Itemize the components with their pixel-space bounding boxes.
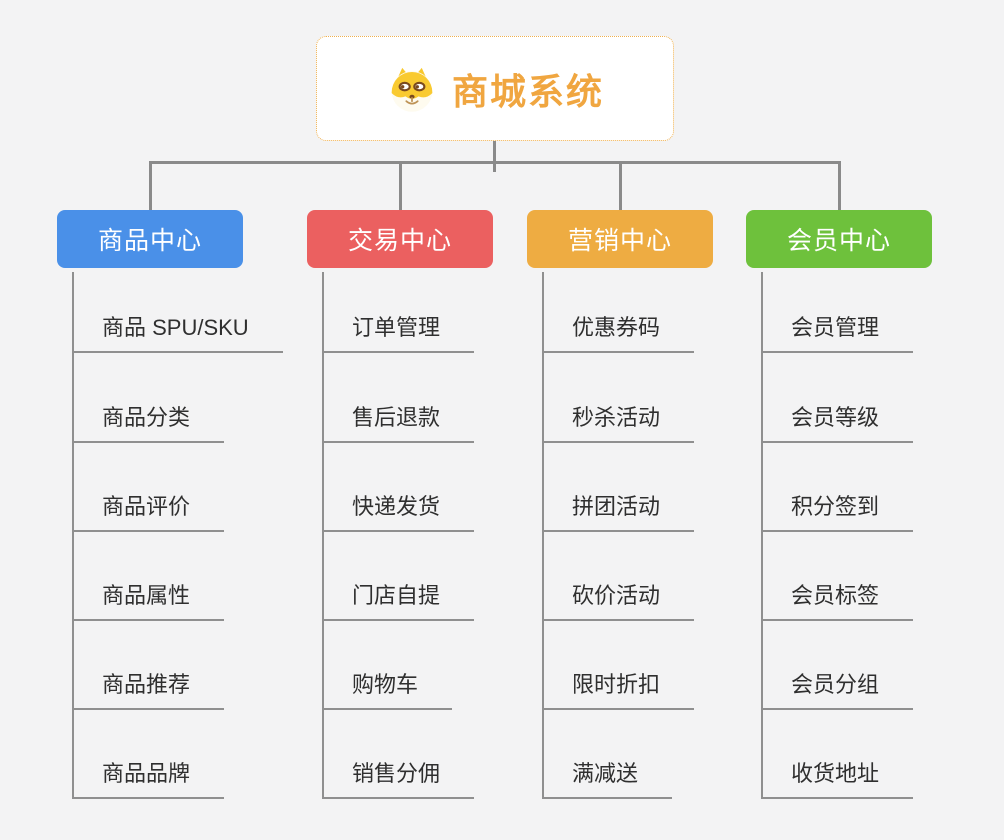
- leaf-node[interactable]: 会员等级: [763, 397, 914, 443]
- leaf-node[interactable]: 收货地址: [763, 753, 914, 799]
- leaf-node[interactable]: 秒杀活动: [544, 397, 695, 443]
- leaf-node[interactable]: 商品 SPU/SKU: [74, 307, 283, 353]
- branch-column-4: 会员管理会员等级积分签到会员标签会员分组收货地址: [761, 272, 991, 799]
- branch-connector-line: [618, 161, 622, 210]
- leaf-node[interactable]: 订单管理: [324, 307, 475, 353]
- branch-connector-line: [398, 161, 402, 210]
- leaf-node[interactable]: 商品分类: [74, 397, 225, 443]
- leaf-node[interactable]: 限时折扣: [544, 664, 695, 710]
- branch-header-4[interactable]: 会员中心: [746, 210, 932, 268]
- leaf-node[interactable]: 会员分组: [763, 664, 914, 710]
- leaf-node[interactable]: 商品品牌: [74, 753, 225, 799]
- leaf-node[interactable]: 积分签到: [763, 486, 914, 532]
- leaf-node[interactable]: 满减送: [544, 753, 673, 799]
- branch-connector-line: [837, 161, 841, 210]
- branch-column-3: 优惠券码秒杀活动拼团活动砍价活动限时折扣满减送: [542, 272, 772, 799]
- leaf-node[interactable]: 商品评价: [74, 486, 225, 532]
- leaf-node[interactable]: 会员标签: [763, 575, 914, 621]
- leaf-node[interactable]: 快递发货: [324, 486, 475, 532]
- leaf-node[interactable]: 商品属性: [74, 575, 225, 621]
- dog-face-icon: [391, 67, 433, 112]
- leaf-node[interactable]: 销售分佣: [324, 753, 475, 799]
- leaf-node[interactable]: 购物车: [324, 664, 453, 710]
- leaf-node[interactable]: 商品推荐: [74, 664, 225, 710]
- leaf-node[interactable]: 砍价活动: [544, 575, 695, 621]
- leaf-node[interactable]: 售后退款: [324, 397, 475, 443]
- leaf-node[interactable]: 会员管理: [763, 307, 914, 353]
- leaf-node[interactable]: 优惠券码: [544, 307, 695, 353]
- leaf-node[interactable]: 门店自提: [324, 575, 475, 621]
- root-connector-line: [493, 141, 496, 172]
- branch-header-1[interactable]: 商品中心: [57, 210, 243, 268]
- branch-header-2[interactable]: 交易中心: [307, 210, 493, 268]
- branch-column-1: 商品 SPU/SKU 商品分类商品评价商品属性商品推荐商品品牌: [72, 272, 302, 799]
- trunk-connector-line: [149, 161, 840, 164]
- branch-column-2: 订单管理售后退款快递发货门店自提购物车销售分佣: [322, 272, 552, 799]
- root-node-mall-system[interactable]: 商城系统: [316, 36, 674, 141]
- branch-header-3[interactable]: 营销中心: [527, 210, 713, 268]
- leaf-node[interactable]: 拼团活动: [544, 486, 695, 532]
- root-title: 商城系统: [451, 70, 604, 112]
- branch-connector-line: [148, 161, 152, 210]
